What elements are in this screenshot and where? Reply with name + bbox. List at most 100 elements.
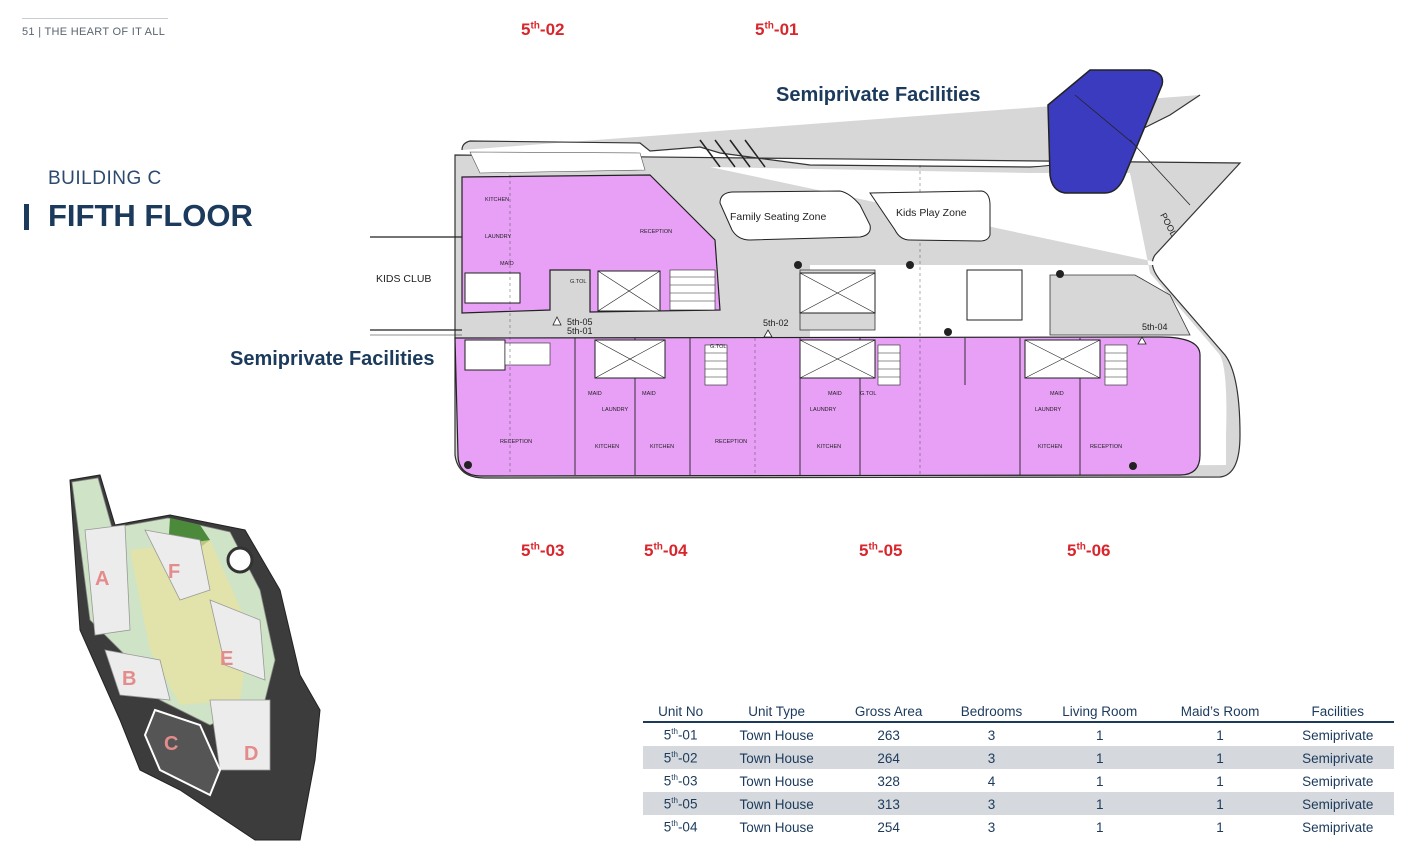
site-block-label: B bbox=[122, 668, 136, 690]
cell-living: 1 bbox=[1095, 727, 1104, 743]
room-label: KITCHEN bbox=[817, 444, 841, 450]
room-label: LAUNDRY bbox=[1035, 407, 1062, 413]
site-block-label: D bbox=[244, 743, 258, 765]
ramp-lines bbox=[699, 139, 766, 168]
cell-bedrooms: 3 bbox=[987, 727, 996, 743]
cell-living: 1 bbox=[1095, 773, 1104, 789]
room-label: G.TOL bbox=[570, 279, 586, 285]
cell-bedrooms: 3 bbox=[942, 746, 1041, 769]
cell-area: 263 bbox=[877, 727, 900, 743]
unit-label-5th-04: 5th-04 bbox=[644, 541, 688, 560]
site-block-label: F bbox=[168, 561, 180, 583]
site-block-label: C bbox=[164, 733, 178, 755]
room-label: RECEPTION bbox=[1090, 444, 1122, 450]
cell-maid: 1 bbox=[1216, 727, 1224, 743]
room-label: LAUNDRY bbox=[810, 407, 837, 413]
room-label: RECEPTION bbox=[640, 229, 672, 235]
room-label: MAID bbox=[500, 261, 514, 267]
cell-unit: 5th-05 bbox=[643, 792, 719, 815]
room-label: MAID bbox=[828, 391, 842, 397]
grey-east bbox=[1049, 274, 1191, 336]
cell-bedrooms: 4 bbox=[987, 773, 996, 789]
site-building-c bbox=[143, 708, 222, 797]
cell-type: Town House bbox=[739, 727, 814, 743]
cell-facilities: Semiprivate bbox=[1281, 792, 1394, 815]
room-label: MAID bbox=[642, 391, 656, 397]
facilities-label-top: Semiprivate Facilities bbox=[776, 84, 981, 106]
unit-label-5th-05: 5th-05 bbox=[859, 541, 903, 560]
header-rule bbox=[22, 18, 168, 19]
table-row: 5th-01 Town House 263 3 1 1 Semiprivate bbox=[643, 722, 1394, 746]
unit-label-5th-03: 5th-03 bbox=[521, 541, 565, 560]
cell-facilities: Semiprivate bbox=[1281, 746, 1394, 769]
room-label: LAUNDRY bbox=[485, 234, 512, 240]
unit-label-5th-02: 5th-02 bbox=[521, 20, 565, 39]
cell-type: Town House bbox=[718, 746, 835, 769]
cell-area: 254 bbox=[877, 819, 900, 835]
cell-type: Town House bbox=[718, 792, 835, 815]
col-header: Unit Type bbox=[718, 703, 835, 723]
room-label: KITCHEN bbox=[1038, 444, 1062, 450]
cell-area: 264 bbox=[835, 746, 943, 769]
room-label: KITCHEN bbox=[485, 197, 509, 203]
title-accent-bar bbox=[24, 204, 29, 230]
cell-living: 1 bbox=[1095, 819, 1104, 835]
cell-type: Town House bbox=[739, 773, 814, 789]
site-key-plan: A F E B C D bbox=[69, 474, 321, 841]
cell-unit: 5th-02 bbox=[643, 746, 719, 769]
cell-area: 313 bbox=[835, 792, 943, 815]
room-label: KITCHEN bbox=[650, 444, 674, 450]
cell-unit: 5th-04 bbox=[663, 819, 698, 835]
kids-play-label: Kids Play Zone bbox=[896, 207, 967, 219]
col-header: Living Room bbox=[1040, 703, 1159, 723]
cell-unit: 5th-01 bbox=[663, 727, 698, 743]
cell-bedrooms: 3 bbox=[987, 819, 996, 835]
terrace-path bbox=[469, 151, 646, 174]
room-label: G.TOL bbox=[710, 344, 726, 350]
col-header: Unit No bbox=[643, 703, 719, 723]
floor-title: FIFTH FLOOR bbox=[48, 198, 253, 233]
family-seating-zone bbox=[719, 190, 871, 241]
col-header: Gross Area bbox=[835, 703, 943, 723]
room-label: KITCHEN bbox=[595, 444, 619, 450]
site-block-label: E bbox=[220, 648, 233, 670]
page-header: 51 | THE HEART OF IT ALL bbox=[22, 26, 166, 38]
room-label: RECEPTION bbox=[500, 439, 532, 445]
cell-maid: 1 bbox=[1216, 773, 1224, 789]
table-row: 5th-04 Town House 254 3 1 1 Semiprivate bbox=[643, 815, 1394, 838]
cell-unit: 5th-03 bbox=[663, 773, 698, 789]
family-seating-label: Family Seating Zone bbox=[730, 211, 826, 223]
table-row: 5th-03 Town House 328 4 1 1 Semiprivate bbox=[643, 769, 1394, 792]
room-label: LAUNDRY bbox=[602, 407, 629, 413]
units-table: Unit No Unit Type Gross Area Bedrooms Li… bbox=[643, 703, 1394, 838]
cell-facilities: Semiprivate bbox=[1302, 819, 1374, 835]
col-header: Facilities bbox=[1281, 703, 1394, 723]
cell-maid: 1 bbox=[1158, 746, 1282, 769]
table-row: 5th-02 Town House 264 3 1 1 Semiprivate bbox=[643, 746, 1394, 769]
facilities-label-left: Semiprivate Facilities bbox=[230, 348, 435, 370]
room-label: G.TOL bbox=[860, 391, 876, 397]
col-header: Maid’s Room bbox=[1158, 703, 1282, 723]
entry-label: 5th-02 bbox=[763, 318, 789, 328]
kids-club-label: KIDS CLUB bbox=[376, 273, 431, 285]
table-row: 5th-05 Town House 313 3 1 1 Semiprivate bbox=[643, 792, 1394, 815]
cell-type: Town House bbox=[739, 819, 814, 835]
cell-maid: 1 bbox=[1158, 792, 1282, 815]
cell-maid: 1 bbox=[1216, 819, 1224, 835]
floor-plan: POOL Family Seating Zone Kids Play Zone … bbox=[370, 69, 1242, 479]
pool-shape bbox=[1047, 69, 1164, 194]
cell-living: 1 bbox=[1040, 792, 1159, 815]
entry-label: 5th-01 bbox=[567, 326, 593, 336]
room-label: MAID bbox=[1050, 391, 1064, 397]
cell-facilities: Semiprivate bbox=[1302, 773, 1374, 789]
room-label: MAID bbox=[588, 391, 602, 397]
col-header: Bedrooms bbox=[942, 703, 1041, 723]
site-tower bbox=[226, 546, 254, 574]
site-block-label: A bbox=[95, 568, 109, 590]
unit-label-5th-06: 5th-06 bbox=[1067, 541, 1111, 560]
unit-label-5th-01: 5th-01 bbox=[755, 20, 799, 39]
entry-label: 5th-05 bbox=[567, 317, 593, 327]
kids-play-zone bbox=[869, 190, 991, 242]
cell-area: 328 bbox=[877, 773, 900, 789]
building-title: BUILDING C bbox=[48, 168, 162, 189]
